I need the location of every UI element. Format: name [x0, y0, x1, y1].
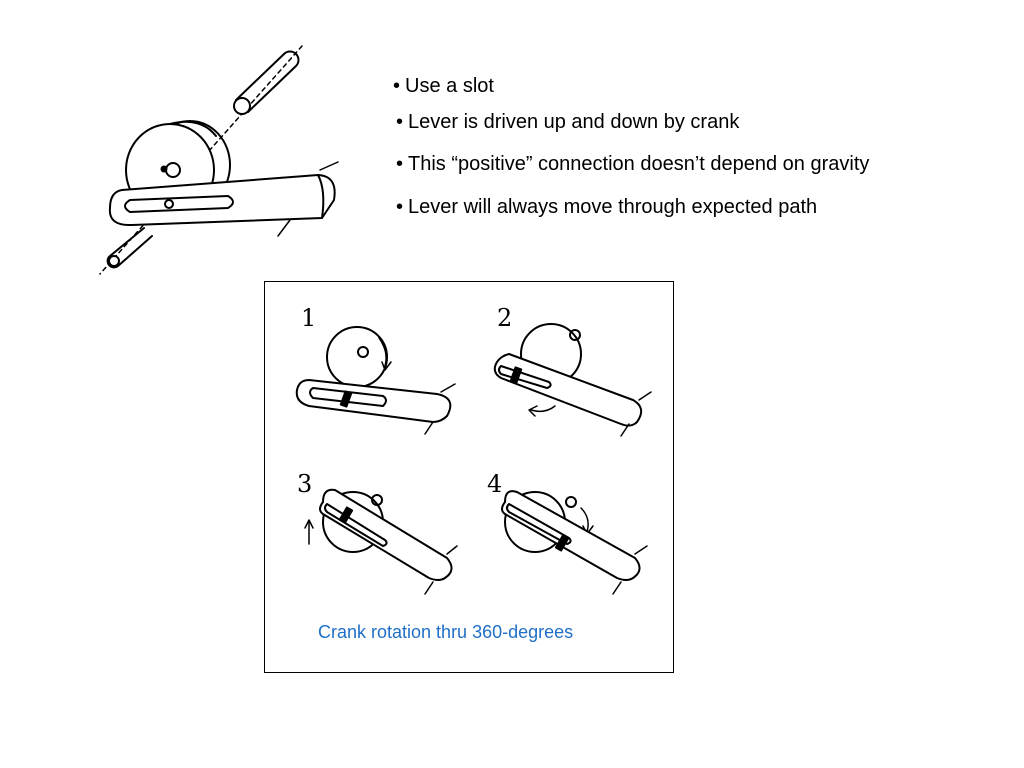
figure-caption: Crank rotation thru 360-degrees	[318, 622, 574, 642]
bullet-text: Use a slot	[405, 75, 494, 97]
step-number-1: 1	[301, 304, 317, 332]
bullet-marker: •	[396, 111, 404, 133]
bullet-marker: •	[393, 75, 401, 97]
bullet-text: Lever will always move through expected …	[408, 196, 818, 218]
bullet-marker: •	[396, 153, 404, 175]
bullet-text: This “positive” connection doesn’t depen…	[408, 153, 870, 175]
bullet-use-slot: •Use a slot	[393, 75, 494, 98]
bullet-marker: •	[396, 196, 404, 218]
step-4-drawing	[501, 490, 648, 595]
crank-pin	[164, 199, 174, 209]
lever-body	[108, 174, 336, 227]
step-number-3: 3	[297, 470, 313, 498]
step-number-4: 4	[487, 470, 503, 498]
bullet-expected-path: •Lever will always move through expected…	[396, 196, 817, 219]
bullet-lever-driven: •Lever is driven up and down by crank	[396, 111, 739, 134]
crank-rotation-steps-panel: 1 2 3 4 Crank rotation thru 360-degrees	[264, 281, 674, 673]
bullet-positive-connection: •This “positive” connection doesn’t depe…	[396, 153, 869, 176]
lever-slot	[124, 195, 234, 213]
steps-illustration	[295, 323, 652, 595]
step-number-2: 2	[497, 304, 513, 332]
step-1-drawing	[295, 326, 456, 435]
crank-slot-lever-illustration	[99, 45, 339, 275]
bullet-text: Lever is driven up and down by crank	[408, 111, 740, 133]
step-3-drawing	[304, 488, 458, 595]
upper-shaft	[235, 50, 300, 113]
lower-shaft	[106, 227, 153, 269]
step-2-drawing	[493, 323, 652, 437]
